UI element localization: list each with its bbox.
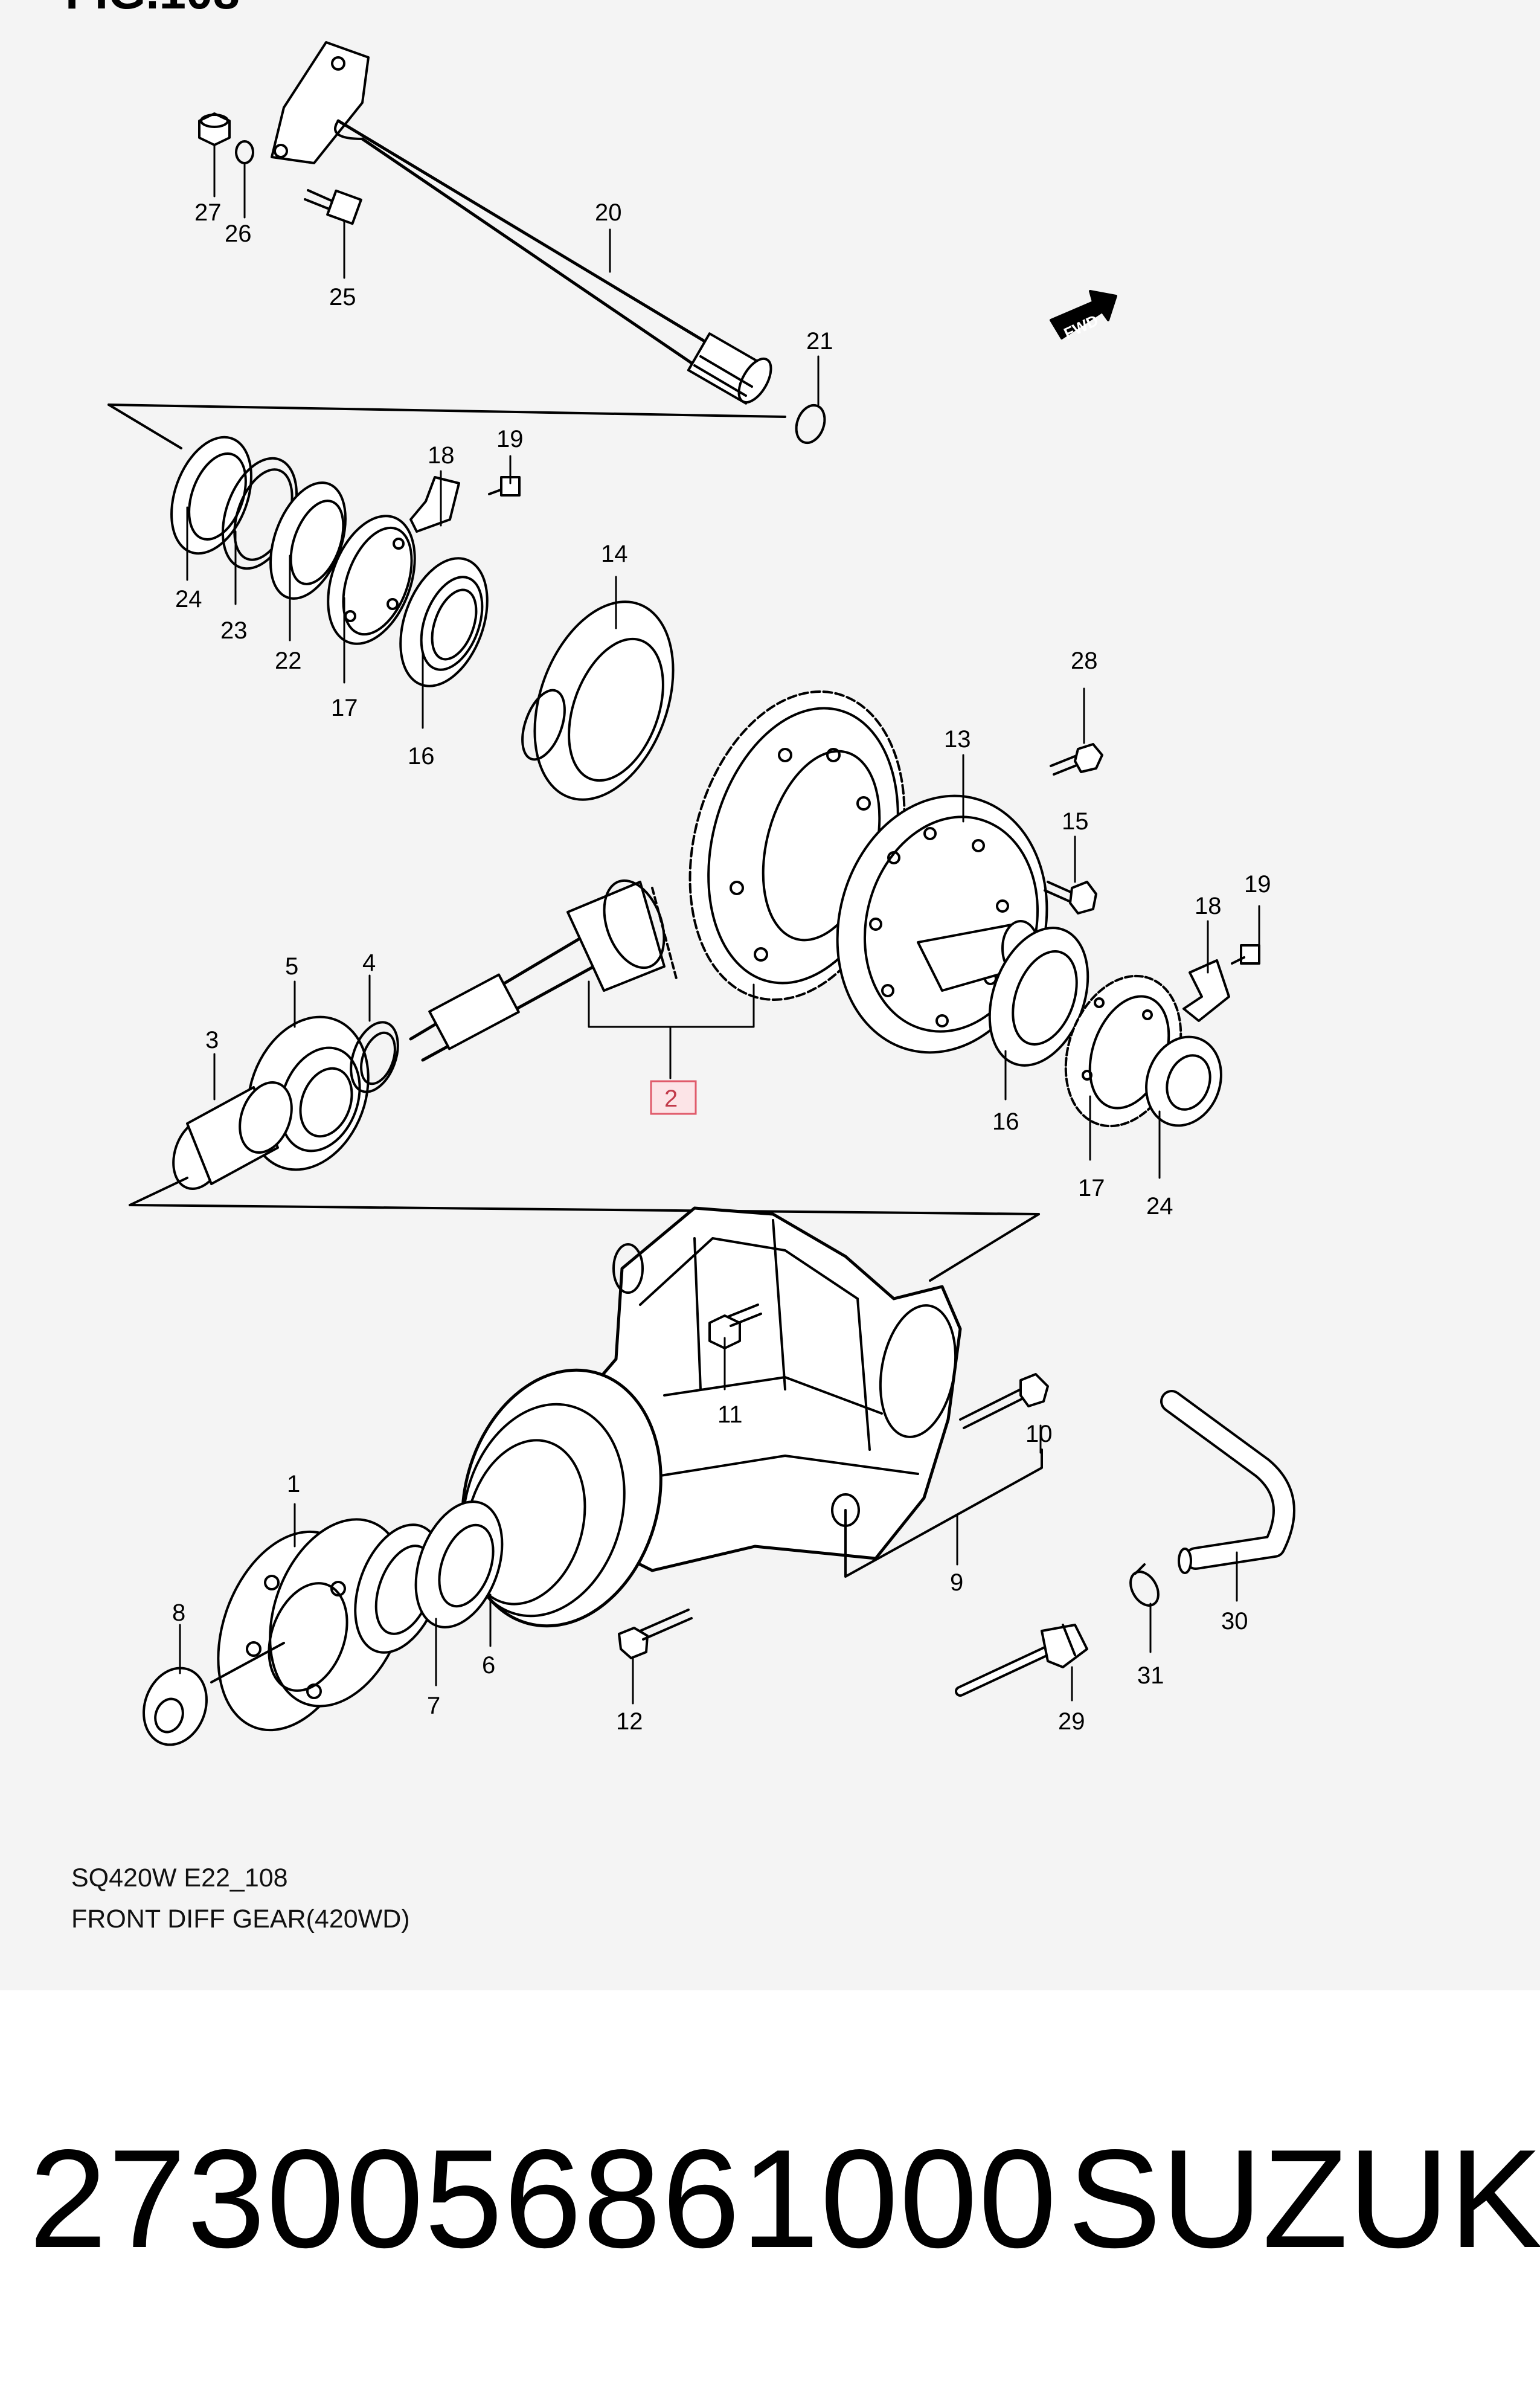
- callout-9: 9: [950, 1569, 963, 1596]
- callout-14: 14: [601, 541, 628, 567]
- spacer-14: [521, 600, 675, 801]
- axle-shaft: [271, 41, 772, 405]
- bolt-10: [959, 1373, 1049, 1429]
- part-number: 2730056861000: [29, 2121, 1058, 2277]
- callout-5: 5: [285, 953, 298, 980]
- callout-13: 13: [944, 726, 971, 753]
- callout-4: 4: [362, 950, 376, 976]
- callout-24-upper: 24: [175, 586, 202, 612]
- diagram-sheet: FIG.108: [0, 0, 1540, 1990]
- diagram-title: FRONT DIFF GEAR(420WD): [71, 1905, 410, 1934]
- callout-2-highlight[interactable]: 2: [650, 1080, 697, 1115]
- exploded-parts-diagram: FIG.108: [65, 0, 1295, 1746]
- breather-hose-30: [1160, 1390, 1295, 1574]
- callout-18-lower: 18: [1195, 893, 1222, 919]
- washer-26: [235, 140, 254, 164]
- callout-18-upper: 18: [428, 442, 455, 469]
- bolt-19-upper: [488, 476, 521, 497]
- oil-seal-24-upper: [170, 436, 252, 555]
- adjuster-17-upper: [327, 515, 416, 645]
- callout-19-upper: 19: [496, 426, 524, 452]
- callout-25: 25: [329, 284, 356, 310]
- bolt-28: [1050, 743, 1103, 776]
- bolt-15: [1044, 881, 1097, 915]
- brand-name: SUZUKI: [1068, 2121, 1540, 2277]
- group-line-middle: [129, 1204, 1040, 1215]
- bolt-12: [618, 1609, 693, 1659]
- callout-27: 27: [194, 199, 222, 226]
- group-line-9: [844, 1448, 1043, 1578]
- callout-2: 2: [664, 1085, 678, 1112]
- callout-30: 30: [1221, 1608, 1248, 1635]
- callout-16-lower: 16: [992, 1108, 1019, 1135]
- breather-29: [955, 1624, 1088, 1697]
- callout-23: 23: [220, 617, 248, 644]
- callout-3: 3: [205, 1027, 219, 1053]
- callout-17-upper: 17: [331, 695, 358, 721]
- callout-17-lower: 17: [1078, 1175, 1105, 1201]
- callout-22: 22: [275, 648, 302, 674]
- callout-29: 29: [1058, 1708, 1085, 1735]
- callout-20: 20: [595, 199, 622, 226]
- figure-title: FIG.108: [65, 0, 240, 19]
- footer: [0, 1990, 1540, 2392]
- fwd-arrow-icon: [1050, 290, 1117, 339]
- highlight-box: [650, 1080, 697, 1115]
- callout-19-lower: 19: [1244, 871, 1271, 898]
- callout-24-lower: 24: [1146, 1193, 1173, 1220]
- callout-12: 12: [616, 1708, 643, 1735]
- bolt-19-lower: [1231, 944, 1260, 965]
- collapsible-spacer-4: [350, 1021, 399, 1093]
- bolt-11: [708, 1304, 762, 1349]
- callout-21: 21: [806, 328, 833, 355]
- hose-clip-31: [1129, 1563, 1160, 1607]
- callout-26: 26: [225, 220, 252, 247]
- callout-10: 10: [1025, 1421, 1053, 1447]
- o-ring-21: [795, 404, 826, 444]
- callout-11: 11: [717, 1401, 743, 1428]
- callout-6: 6: [482, 1652, 495, 1679]
- bearing-race-3: [172, 1081, 293, 1191]
- drive-pinion: [409, 879, 678, 1062]
- flange-nut-8: [143, 1642, 285, 1746]
- diagram-code: SQ420W E22_108: [71, 1863, 288, 1892]
- bolt-25: [304, 189, 362, 225]
- callout-31: 31: [1137, 1662, 1164, 1689]
- callout-7: 7: [427, 1693, 440, 1719]
- callout-16-upper: 16: [408, 743, 435, 770]
- lock-plate-18-lower: [1182, 959, 1230, 1022]
- callouts: 27 26 25 20 21 18 19 24 23 22 17 16 14 2…: [172, 199, 1271, 1735]
- nut-27: [198, 112, 231, 146]
- leader-lines: [179, 145, 1260, 1705]
- diff-carrier-housing: [461, 1206, 962, 1628]
- callout-8: 8: [172, 1599, 185, 1626]
- callout-28: 28: [1071, 648, 1098, 674]
- oil-seal-24-lower: [1145, 1035, 1222, 1127]
- group-line-upper: [107, 403, 786, 418]
- callout-1: 1: [287, 1471, 300, 1497]
- callout-15: 15: [1062, 808, 1089, 835]
- lock-plate-18-upper: [409, 476, 460, 533]
